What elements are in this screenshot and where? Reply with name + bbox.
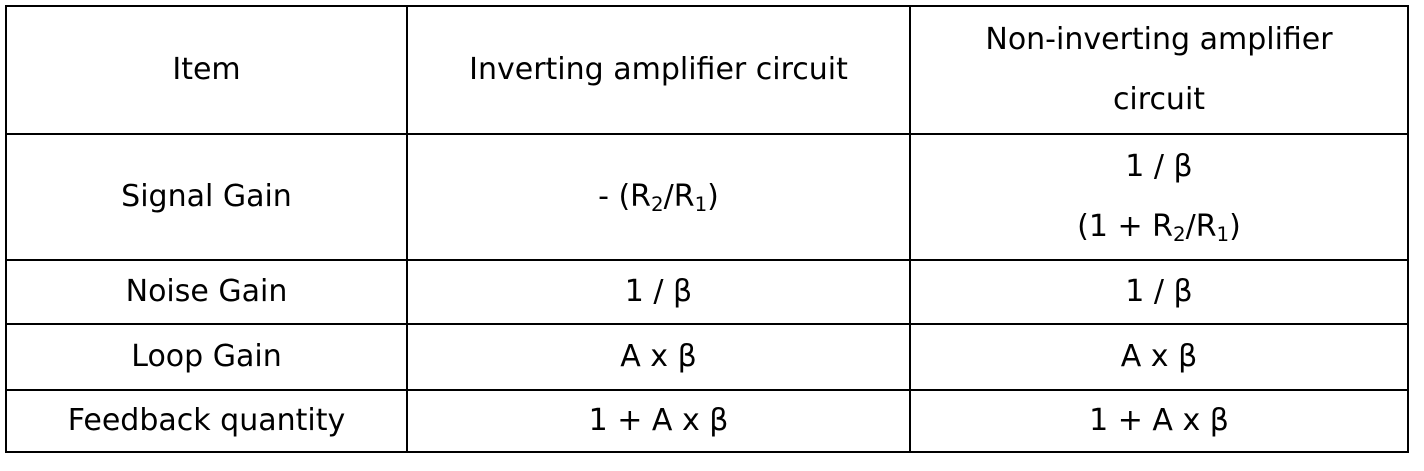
cell-formula: 1 + A x β	[588, 403, 729, 438]
amplifier-comparison-table: Item Inverting amplifier circuit Non-inv…	[5, 5, 1409, 453]
formula-part: (1 + R	[1077, 209, 1173, 244]
table-row: Loop Gain A x β A x β	[5, 323, 1409, 391]
cell-text: Noise Gain	[125, 274, 288, 309]
cell-formula: A x β	[1120, 339, 1198, 374]
cell-feedback-quantity-inverting: 1 + A x β	[406, 389, 911, 453]
row-label-noise-gain: Noise Gain	[5, 259, 408, 325]
formula-part: )	[707, 179, 719, 214]
header-cell-noninverting: Non-inverting amplifier circuit	[909, 5, 1409, 135]
header-item-label: Item	[172, 52, 241, 87]
formula-subscript: 2	[1173, 223, 1186, 247]
formula-subscript: 2	[651, 193, 664, 217]
row-label-feedback-quantity: Feedback quantity	[5, 389, 408, 453]
cell-text: Loop Gain	[131, 339, 282, 374]
table-header-row: Item Inverting amplifier circuit Non-inv…	[5, 5, 1409, 135]
table-row: Feedback quantity 1 + A x β 1 + A x β	[5, 389, 1409, 453]
cell-noise-gain-inverting: 1 / β	[406, 259, 911, 325]
cell-loop-gain-inverting: A x β	[406, 323, 911, 391]
header-noninverting-label-line1: Non-inverting amplifier	[985, 22, 1333, 57]
cell-feedback-quantity-noninverting: 1 + A x β	[909, 389, 1409, 453]
formula-subscript: 1	[694, 193, 708, 217]
row-label-loop-gain: Loop Gain	[5, 323, 408, 391]
cell-text: Signal Gain	[121, 179, 292, 214]
cell-loop-gain-noninverting: A x β	[909, 323, 1409, 391]
cell-formula-line1: 1 / β	[1125, 149, 1193, 184]
cell-noise-gain-noninverting: 1 / β	[909, 259, 1409, 325]
header-noninverting-label-line2: circuit	[1112, 82, 1206, 117]
cell-formula-line2: (1 + R2/R1)	[911, 197, 1407, 257]
cell-formula: 1 / β	[1125, 274, 1193, 309]
row-label-signal-gain: Signal Gain	[5, 133, 408, 261]
cell-text: Feedback quantity	[67, 403, 346, 438]
formula-part: - (R	[598, 179, 652, 214]
formula-part: /R	[1185, 209, 1217, 244]
cell-formula: A x β	[620, 339, 697, 374]
formula-subscript: 1	[1216, 223, 1230, 247]
cell-formula: 1 + A x β	[1089, 403, 1229, 438]
header-cell-item: Item	[5, 5, 408, 135]
formula-part: /R	[663, 179, 695, 214]
cell-signal-gain-inverting: - (R2/R1)	[406, 133, 911, 261]
cell-signal-gain-noninverting: 1 / β (1 + R2/R1)	[909, 133, 1409, 261]
header-inverting-label: Inverting amplifier circuit	[469, 52, 848, 87]
header-cell-inverting: Inverting amplifier circuit	[406, 5, 911, 135]
cell-formula: - (R2/R1)	[408, 167, 909, 227]
cell-formula: 1 / β	[624, 274, 693, 309]
table-row: Noise Gain 1 / β 1 / β	[5, 259, 1409, 325]
table-row: Signal Gain - (R2/R1) 1 / β (1 + R2/R1)	[5, 133, 1409, 261]
formula-part: )	[1229, 209, 1241, 244]
